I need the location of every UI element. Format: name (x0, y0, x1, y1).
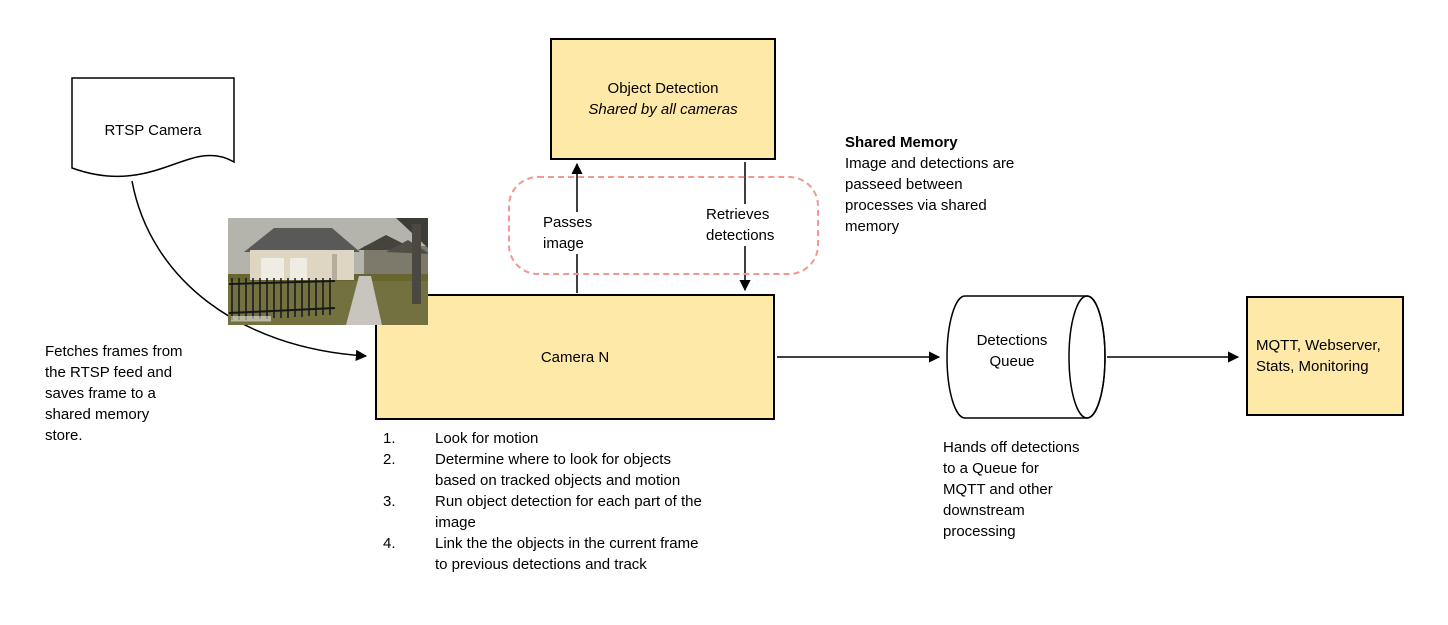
rtsp-camera-label: RTSP Camera (104, 122, 202, 139)
shared-memory-body: Image and detections are passeed between… (845, 155, 1015, 235)
list-item: 3. Run object detection for each part of… (383, 491, 702, 533)
list-item: 1. Look for motion (383, 428, 702, 449)
camera-n-box: Camera N (375, 294, 775, 420)
camera-snapshot-image (228, 218, 430, 325)
outputs-box: MQTT, Webserver, Stats, Monitoring (1246, 296, 1404, 416)
step-text: Link the the objects in the current fram… (435, 535, 699, 573)
object-detection-title: Object Detection (607, 80, 719, 97)
rtsp-document-shape (71, 77, 235, 178)
step-text: Look for motion (435, 430, 539, 447)
camera-snapshot-scene (228, 218, 430, 325)
fetch-frames-arrow (131, 180, 368, 361)
step-number: 1. (383, 430, 396, 447)
step-number: 4. (383, 535, 396, 552)
shared-memory-title: Shared Memory (845, 134, 958, 151)
shared-memory-note: Shared Memory Image and detections are p… (845, 132, 1065, 237)
queue-handoff-note: Hands off detections to a Queue for MQTT… (943, 439, 1080, 540)
detections-queue-cylinder-rim (1068, 295, 1106, 419)
step-text: Determine where to look for objects base… (435, 451, 681, 489)
list-item: 2. Determine where to look for objects b… (383, 449, 702, 491)
object-detection-box: Object Detection Shared by all cameras (550, 38, 776, 160)
object-detection-subtitle: Shared by all cameras (588, 101, 738, 118)
detections-queue-label: Detections Queue (976, 332, 1048, 370)
fetch-frames-note: Fetches frames from the RTSP feed and sa… (45, 343, 183, 444)
camera-steps-list: 1. Look for motion 2. Determine where to… (383, 428, 702, 575)
fence-bars (231, 278, 331, 320)
step-number: 2. (383, 451, 396, 468)
outputs-label: MQTT, Webserver, Stats, Monitoring (1256, 337, 1381, 375)
camera-n-label: Camera N (540, 348, 610, 366)
passes-image-label: Passes image (540, 212, 596, 254)
shared-memory-dashed-region (508, 176, 819, 275)
step-number: 3. (383, 493, 396, 510)
step-text: Run object detection for each part of th… (435, 493, 702, 531)
list-item: 4. Link the the objects in the current f… (383, 533, 702, 575)
camera-timestamp-overlay (231, 316, 271, 322)
retrieves-detections-label: Retrieves detections (703, 204, 778, 246)
